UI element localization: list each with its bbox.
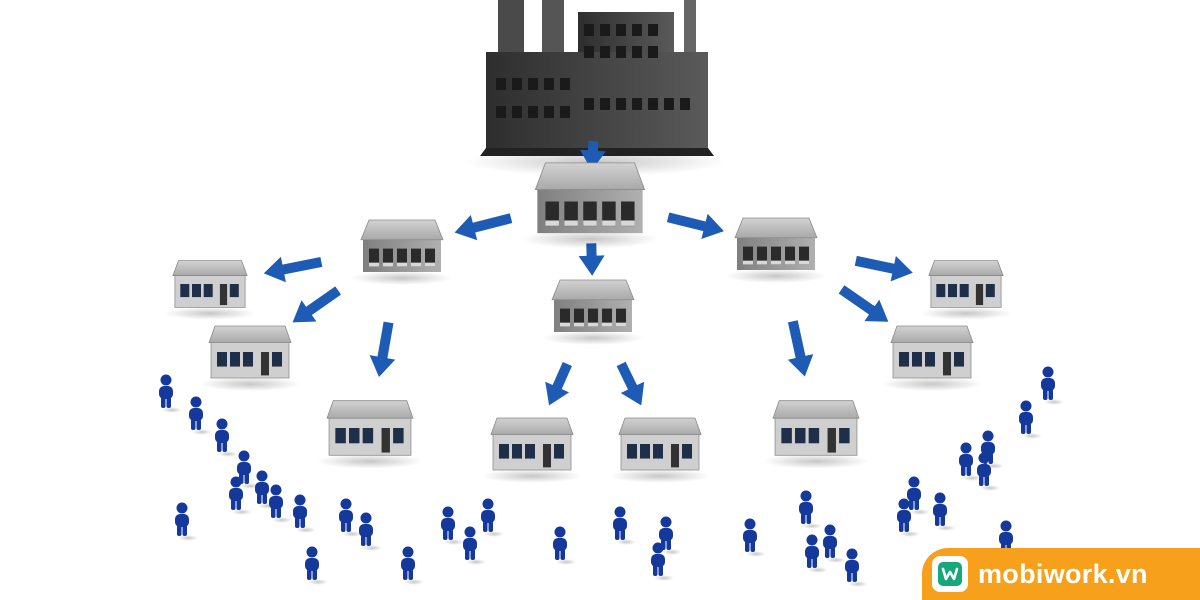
arrow-icon (578, 243, 605, 276)
flow-arrows (263, 140, 913, 406)
store-1-store-icon (164, 260, 256, 320)
person-icon (651, 542, 674, 581)
person-icon (799, 490, 822, 529)
person-icon (481, 498, 504, 537)
central-warehouse-warehouse-icon (521, 162, 659, 249)
person-icon (743, 518, 766, 557)
person-icon (463, 526, 486, 565)
store-5-store-icon (609, 417, 711, 483)
consumers (159, 366, 1064, 587)
person-icon (1019, 400, 1042, 439)
store-3-store-icon (316, 400, 424, 469)
brand-name: mobiwork.vn (978, 558, 1148, 589)
person-icon (845, 548, 868, 587)
person-icon (237, 450, 260, 489)
person-icon (1041, 366, 1064, 405)
person-icon (215, 418, 238, 457)
arrow-icon (369, 321, 396, 378)
person-icon (401, 546, 424, 585)
store-6-store-icon (920, 260, 1012, 320)
person-icon (305, 546, 328, 585)
person-icon (981, 430, 1004, 469)
person-icon (553, 526, 576, 565)
person-icon (823, 524, 846, 563)
mobiwork-w-logo-icon (932, 556, 968, 592)
brand-badge[interactable]: mobiwork.vn (922, 548, 1200, 600)
factory-icon (466, 0, 726, 176)
person-icon (907, 476, 930, 515)
arrow-icon (666, 212, 724, 239)
distributor-right-warehouse-icon (725, 217, 827, 283)
store-8-store-icon (762, 400, 870, 469)
person-icon (339, 498, 362, 537)
arrow-icon (854, 255, 913, 282)
arrow-icon (292, 286, 342, 323)
person-icon (269, 484, 292, 523)
person-icon (229, 476, 252, 515)
person-icon (175, 502, 198, 541)
store-7-store-icon (881, 325, 983, 391)
arrow-icon (838, 285, 889, 322)
store-2-store-icon (199, 325, 301, 391)
person-icon (359, 512, 382, 551)
person-icon (933, 492, 956, 531)
buildings (164, 162, 1012, 483)
person-icon (293, 494, 316, 533)
person-icon (977, 452, 1000, 491)
person-icon (441, 506, 464, 545)
arrow-icon (454, 213, 513, 241)
person-icon (897, 498, 920, 537)
arrow-icon (787, 320, 814, 377)
person-icon (189, 396, 212, 435)
person-icon (959, 442, 982, 481)
arrow-icon (616, 361, 645, 406)
store-4-store-icon (481, 417, 583, 483)
person-icon (159, 374, 182, 413)
arrow-icon (579, 140, 606, 171)
arrow-icon (263, 256, 323, 283)
person-icon (659, 516, 682, 555)
arrow-icon (545, 361, 572, 406)
distributor-left-warehouse-icon (351, 219, 453, 285)
person-icon (613, 506, 636, 545)
distributor-center-warehouse-icon (542, 279, 644, 345)
person-icon (805, 534, 828, 573)
